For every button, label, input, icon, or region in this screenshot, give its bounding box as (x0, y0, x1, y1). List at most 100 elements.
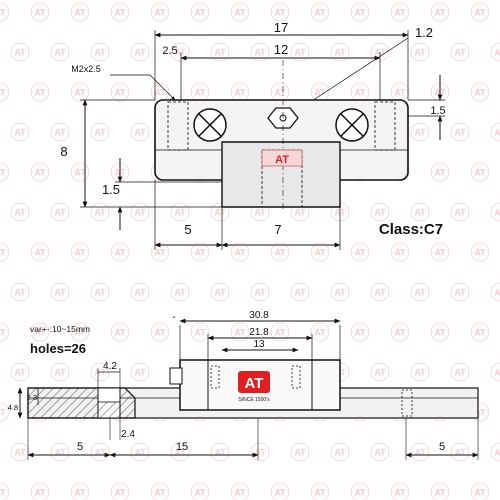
watermark-text: AT (394, 488, 406, 498)
watermark-badge (350, 242, 370, 262)
watermark-text: AT (494, 48, 500, 58)
watermark-badge (210, 42, 230, 62)
watermark-text: AT (14, 368, 26, 378)
watermark-badge (490, 202, 500, 222)
watermark-badge (410, 282, 430, 302)
watermark-badge (130, 282, 150, 302)
watermark-badge (70, 242, 90, 262)
watermark-text: AT (394, 8, 406, 18)
side-view (17, 318, 479, 460)
watermark-badge (10, 362, 30, 382)
watermark-badge (350, 482, 370, 500)
watermark-badge (30, 82, 50, 102)
watermark-text: AT (314, 248, 326, 258)
watermark-badge (170, 202, 190, 222)
watermark-text: AT (434, 328, 446, 338)
dimension-5: 5 (184, 222, 191, 237)
watermark-text: AT (234, 248, 246, 258)
watermark-text: AT (374, 288, 386, 298)
watermark-badge (390, 322, 410, 342)
watermark-text: AT (334, 288, 346, 298)
watermark-text: AT (0, 168, 6, 178)
watermark-text: AT (134, 368, 146, 378)
watermark-text: AT (434, 8, 446, 18)
watermark-text: AT (494, 208, 500, 218)
dimension-4-2: 4.2 (103, 361, 117, 372)
watermark-badge (210, 282, 230, 302)
watermark-badge (130, 362, 150, 382)
brand-logo-bg (238, 371, 270, 393)
watermark-text: AT (234, 8, 246, 18)
watermark-text: AT (0, 408, 6, 418)
watermark-text: AT (14, 128, 26, 138)
watermark-text: AT (334, 48, 346, 58)
watermark-text: AT (194, 8, 206, 18)
watermark-text: AT (394, 328, 406, 338)
watermark-badge (390, 242, 410, 262)
watermark-badge (250, 282, 270, 302)
watermark-badge (130, 122, 150, 142)
watermark-badge (350, 322, 370, 342)
watermark-text: AT (274, 488, 286, 498)
watermark-badge (110, 2, 130, 22)
watermark-text: AT (354, 488, 366, 498)
watermark-badge (370, 362, 390, 382)
watermark-text: AT (474, 168, 486, 178)
watermark-text: AT (454, 208, 466, 218)
watermark-text: AT (314, 8, 326, 18)
watermark-text: AT (214, 208, 226, 218)
watermark-text: AT (454, 448, 466, 458)
watermark-text: AT (54, 368, 66, 378)
watermark-badge (10, 122, 30, 142)
watermark-badge (450, 122, 470, 142)
watermark-text: AT (134, 448, 146, 458)
watermark-text: AT (294, 448, 306, 458)
watermark-text: AT (114, 328, 126, 338)
watermark-text: AT (474, 248, 486, 258)
watermark-text: AT (194, 328, 206, 338)
dash-label: - (172, 312, 175, 323)
watermark-text: AT (374, 208, 386, 218)
watermark-badge (410, 42, 430, 62)
watermark-text: AT (114, 88, 126, 98)
watermark-badge (290, 442, 310, 462)
dimension-2-4: 2.4 (121, 429, 135, 440)
watermark-badge (490, 282, 500, 302)
watermark-text: AT (474, 408, 486, 418)
watermark-badge (70, 322, 90, 342)
watermark-text: AT (274, 328, 286, 338)
watermark-text: AT (314, 88, 326, 98)
watermark-text: AT (374, 368, 386, 378)
watermark-text: AT (354, 248, 366, 258)
watermark-badge (0, 2, 10, 22)
watermark-badge (430, 482, 450, 500)
watermark-badge (430, 162, 450, 182)
watermark-text: AT (454, 368, 466, 378)
watermark-text: AT (414, 288, 426, 298)
watermark-text: AT (14, 208, 26, 218)
watermark-text: AT (474, 8, 486, 18)
watermark-text: AT (414, 208, 426, 218)
watermark-text: AT (0, 488, 6, 498)
watermark-badge (270, 482, 290, 500)
watermark-text: AT (234, 488, 246, 498)
watermark-badge (130, 442, 150, 462)
watermark-badge (430, 2, 450, 22)
watermark-badge (110, 82, 130, 102)
watermark-badge (450, 282, 470, 302)
watermark-text: AT (74, 168, 86, 178)
watermark-text: AT (74, 328, 86, 338)
watermark-text: AT (134, 288, 146, 298)
watermark-badge (0, 402, 10, 422)
watermark-badge (270, 2, 290, 22)
watermark-text: AT (474, 88, 486, 98)
watermark-badge (290, 42, 310, 62)
watermark-badge (170, 282, 190, 302)
watermark-text: AT (0, 328, 6, 338)
watermark-text: AT (74, 88, 86, 98)
watermark-text: AT (214, 48, 226, 58)
watermark-text: AT (94, 48, 106, 58)
watermark-text: AT (0, 248, 6, 258)
watermark-badge (110, 482, 130, 500)
